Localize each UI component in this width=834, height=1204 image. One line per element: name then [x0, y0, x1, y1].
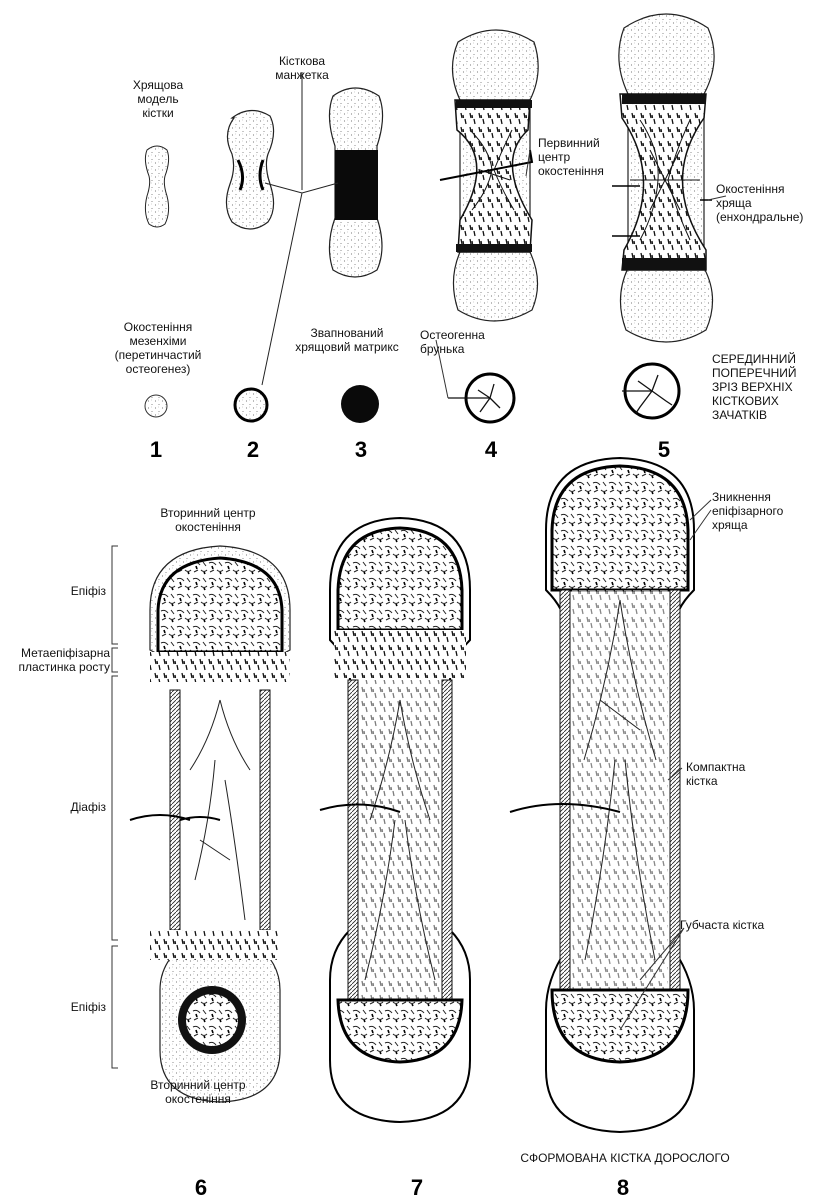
label-cross-section: СЕРЕДИННИЙ ПОПЕРЕЧНИЙ ЗРІЗ ВЕРХНІХ КІСТК… [712, 352, 797, 422]
label-calcified-matrix: Звапнований хрящовий матрикс [295, 326, 399, 354]
stage-number-2: 2 [246, 437, 260, 462]
stage2-cartilage-model [225, 109, 275, 230]
cross-section-2 [233, 387, 269, 423]
label-diaphysis: Діафіз [70, 800, 106, 814]
cross-section-3 [341, 385, 379, 423]
cross-section-1 [144, 394, 168, 418]
label-cartilage-ossification: Окостеніння хряща (енхондральне) [716, 182, 804, 224]
label-secondary-center-bottom: Вторинний центр окостеніння [150, 1078, 246, 1106]
stage1-cartilage-model [144, 145, 170, 228]
label-growth-plate: Метаепіфізарна пластинка росту [18, 646, 111, 674]
label-adult-bone: СФОРМОВАНА КІСТКА ДОРОСЛОГО [520, 1151, 730, 1165]
stage7-bone [319, 516, 471, 1124]
label-secondary-center-top: Вторинний центр окостеніння [160, 506, 256, 534]
label-osteogenic-bud: Остеогенна брунька [420, 328, 485, 356]
label-primary-center: Первинний центр окостеніння [538, 136, 604, 178]
stage-number-3: 3 [354, 437, 368, 462]
label-epiphysis-bottom: Епіфіз [70, 1000, 106, 1014]
stage-number-8: 8 [616, 1175, 630, 1200]
stage3-calcified-band [335, 150, 378, 220]
stage-number-7: 7 [410, 1175, 424, 1200]
label-bone-collar: Кісткова манжетка [275, 54, 329, 82]
label-epiphyseal-cartilage-disappearance: Зникнення епіфізарного хряща [712, 490, 784, 532]
stage-number-6: 6 [194, 1175, 208, 1200]
label-cartilage-model: Хрящова модель кістки [132, 78, 184, 120]
label-epiphysis-top: Епіфіз [70, 584, 106, 598]
stage-number-5: 5 [657, 437, 671, 462]
stage8-bone [509, 456, 695, 1134]
label-compact-bone: Компактна кістка [686, 760, 746, 788]
stage6-bone [129, 545, 291, 1103]
stage-number-1: 1 [149, 437, 163, 462]
stage-number-4: 4 [484, 437, 498, 462]
label-mesenchyme-ossification: Окостеніння мезенхіми (перетинчастий ост… [114, 320, 202, 376]
label-spongy-bone: Губчаста кістка [680, 918, 765, 932]
